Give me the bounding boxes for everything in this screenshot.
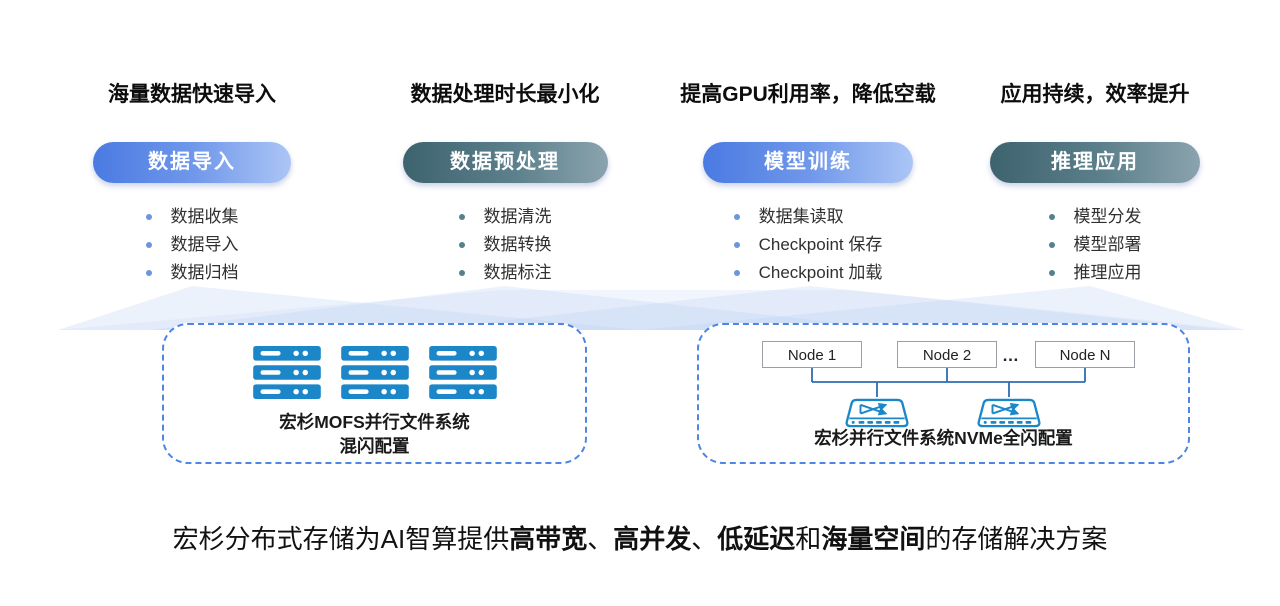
list-item: 模型分发	[1048, 207, 1142, 226]
list-item-label: 数据标注	[483, 263, 552, 282]
list-item-label: 数据导入	[170, 235, 239, 254]
list-item-label: 推理应用	[1073, 263, 1142, 282]
storage-box-caption: 宏杉MOFS并行文件系统 混闪配置	[164, 410, 585, 458]
list-item-label: Checkpoint 保存	[758, 235, 883, 254]
list-item: 数据转换	[458, 235, 552, 254]
summary-segment-bold: 海量空间	[821, 524, 926, 554]
storage-box-caption: 宏杉并行文件系统NVMe全闪配置	[814, 428, 1073, 448]
summary-segment: 和	[795, 524, 822, 554]
bullet-icon	[458, 213, 465, 220]
bullet-icon	[458, 241, 465, 248]
stage-column-preprocessing: 数据处理时长最小化 数据预处理 数据清洗 数据转换 数据标注	[375, 82, 635, 292]
node-ellipsis: …	[1002, 346, 1020, 365]
storage-box-nvme-allflash: Node 1 Node 2 … Node N	[697, 323, 1190, 464]
stage-pill-inference: 推理应用	[990, 142, 1200, 183]
bullet-icon	[1048, 213, 1055, 220]
list-item-label: 数据清洗	[483, 207, 552, 226]
summary-segment: 、	[587, 524, 614, 554]
node-box-1: Node 1	[762, 341, 862, 368]
column-header: 数据处理时长最小化	[410, 83, 600, 106]
bullet-icon	[145, 213, 152, 220]
network-switch-icon	[845, 398, 909, 428]
stage-list: 数据收集 数据导入 数据归档	[145, 207, 239, 292]
bullet-icon	[733, 241, 740, 248]
list-item-label: 模型分发	[1073, 207, 1142, 226]
list-item: Checkpoint 加载	[733, 263, 883, 282]
list-item: 数据标注	[458, 263, 552, 282]
list-item: 推理应用	[1048, 263, 1142, 282]
storage-caption-line1: 宏杉MOFS并行文件系统	[279, 412, 470, 432]
list-item-label: Checkpoint 加载	[758, 263, 883, 282]
bullet-icon	[145, 269, 152, 276]
list-item-label: 模型部署	[1073, 235, 1142, 254]
storage-box-mofs-hybrid: 宏杉MOFS并行文件系统 混闪配置	[162, 323, 587, 464]
stage-column-inference: 应用持续，效率提升 推理应用 模型分发 模型部署 推理应用	[965, 82, 1225, 292]
bullet-icon	[1048, 241, 1055, 248]
server-stack-icon	[340, 346, 409, 399]
list-item: 模型部署	[1048, 235, 1142, 254]
list-item-label: 数据转换	[483, 235, 552, 254]
column-header: 应用持续，效率提升	[1000, 83, 1190, 106]
server-stack-icon	[252, 346, 321, 399]
list-item-label: 数据归档	[170, 263, 239, 282]
node-box-n: Node N	[1035, 341, 1135, 368]
funnel-beam-graphic	[58, 286, 1245, 330]
list-item-label: 数据收集	[170, 207, 239, 226]
stage-list: 数据集读取 Checkpoint 保存 Checkpoint 加载	[733, 207, 883, 292]
node-box-2: Node 2	[897, 341, 997, 368]
summary-segment-bold: 高并发	[613, 524, 692, 554]
bullet-icon	[145, 241, 152, 248]
stage-pill-preprocessing: 数据预处理	[402, 142, 608, 183]
server-row	[164, 346, 585, 399]
list-item: 数据清洗	[458, 207, 552, 226]
list-item: 数据导入	[145, 235, 239, 254]
column-header: 提高GPU利用率，降低空载	[680, 83, 936, 106]
summary-segment: 、	[691, 524, 718, 554]
stage-column-training: 提高GPU利用率，降低空载 模型训练 数据集读取 Checkpoint 保存 C…	[663, 82, 953, 292]
column-header: 海量数据快速导入	[108, 83, 276, 106]
bullet-icon	[458, 269, 465, 276]
stage-pill-training: 模型训练	[703, 142, 913, 183]
list-item: 数据集读取	[733, 207, 883, 226]
storage-caption-line2: 混闪配置	[339, 436, 410, 456]
summary-segment-bold: 高带宽	[509, 524, 588, 554]
stage-list: 模型分发 模型部署 推理应用	[1048, 207, 1142, 292]
summary-segment-bold: 低延迟	[717, 524, 796, 554]
summary-statement: 宏杉分布式存储为AI智算提供高带宽、高并发、低延迟和海量空间的存储解决方案	[0, 519, 1280, 556]
stage-list: 数据清洗 数据转换 数据标注	[458, 207, 552, 292]
network-switch-icon	[977, 398, 1041, 428]
stage-pill-data-import: 数据导入	[93, 142, 291, 183]
node-link-lines	[811, 368, 1086, 397]
list-item: 数据收集	[145, 207, 239, 226]
bullet-icon	[1048, 269, 1055, 276]
summary-segment: 的存储解决方案	[925, 524, 1108, 554]
bullet-icon	[733, 213, 740, 220]
stage-column-data-import: 海量数据快速导入 数据导入 数据收集 数据导入 数据归档	[60, 82, 324, 292]
list-item: Checkpoint 保存	[733, 235, 883, 254]
list-item-label: 数据集读取	[758, 207, 844, 226]
bullet-icon	[733, 269, 740, 276]
server-stack-icon	[428, 346, 497, 399]
summary-segment: 宏杉分布式存储为AI智算提供	[172, 524, 510, 554]
list-item: 数据归档	[145, 263, 239, 282]
